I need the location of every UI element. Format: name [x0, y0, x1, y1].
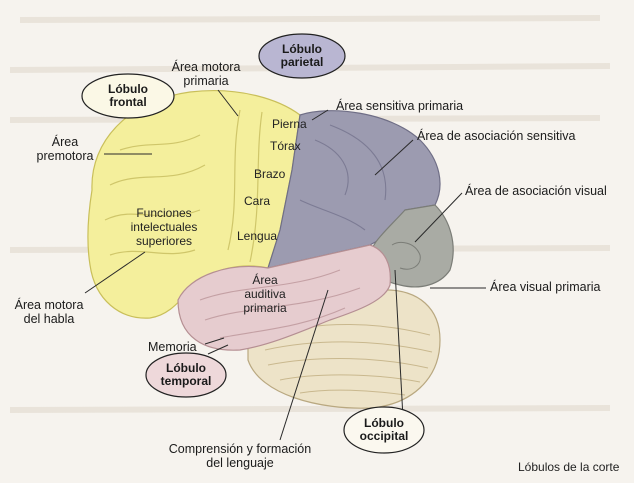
area-comprension-line1: Comprensión y formación: [160, 442, 320, 456]
area-funciones-line3: superiores: [116, 234, 212, 248]
body-lengua-label: Lengua: [237, 229, 277, 243]
lobe-temporal-line2: temporal: [156, 375, 216, 388]
area-premotora-line2: premotora: [30, 149, 100, 163]
body-pierna-label: Pierna: [272, 117, 307, 131]
area-comprension-label: Comprensión y formación del lenguaje: [160, 442, 320, 470]
body-torax-label: Tórax: [270, 139, 301, 153]
area-auditiva-line3: primaria: [230, 301, 300, 315]
area-motora-primaria-label: Área motora primaria: [168, 60, 244, 88]
area-visual-primaria-label: Área visual primaria: [490, 280, 600, 294]
area-sensitiva-primaria-label: Área sensitiva primaria: [336, 99, 463, 113]
area-premotora-line1: Área: [30, 135, 100, 149]
area-motora-habla-label: Área motora del habla: [8, 298, 90, 326]
body-brazo-label: Brazo: [254, 167, 285, 181]
area-comprension-line2: del lenguaje: [160, 456, 320, 470]
area-funciones-line1: Funciones: [116, 206, 212, 220]
area-auditiva-label: Área auditiva primaria: [230, 273, 300, 315]
area-motora-primaria-line1: Área motora: [168, 60, 244, 74]
area-auditiva-line1: Área: [230, 273, 300, 287]
lobe-parietal-line2: parietal: [272, 56, 332, 69]
area-auditiva-line2: auditiva: [230, 287, 300, 301]
lobe-occipital-label: Lóbulo occipital: [352, 417, 416, 443]
area-motora-habla-line2: del habla: [8, 312, 90, 326]
area-funciones-line2: intelectuales: [116, 220, 212, 234]
lobe-frontal-label: Lóbulo frontal: [98, 83, 158, 109]
lobe-parietal-label: Lóbulo parietal: [272, 43, 332, 69]
area-memoria-label: Memoria: [148, 340, 197, 354]
lobe-occipital-line2: occipital: [352, 430, 416, 443]
lobe-frontal-line2: frontal: [98, 96, 158, 109]
figure-caption: Lóbulos de la corte: [518, 460, 619, 474]
lobe-temporal-label: Lóbulo temporal: [156, 362, 216, 388]
area-funciones-label: Funciones intelectuales superiores: [116, 206, 212, 248]
area-motora-habla-line1: Área motora: [8, 298, 90, 312]
body-cara-label: Cara: [244, 194, 270, 208]
area-motora-primaria-line2: primaria: [168, 74, 244, 88]
area-asociacion-visual-label: Área de asociación visual: [465, 184, 607, 198]
area-asociacion-sensitiva-label: Área de asociación sensitiva: [417, 129, 575, 143]
area-premotora-label: Área premotora: [30, 135, 100, 163]
